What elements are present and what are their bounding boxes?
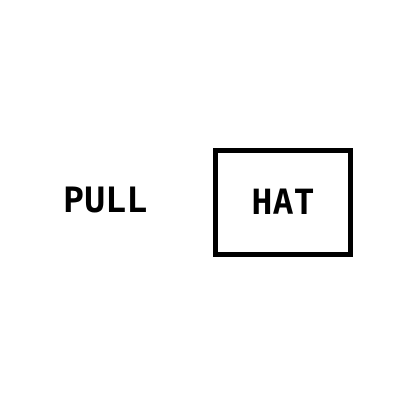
boxed-word-label: HAT	[251, 183, 315, 223]
left-word-label: PULL	[63, 181, 148, 221]
boxed-word-frame: HAT	[213, 148, 353, 257]
